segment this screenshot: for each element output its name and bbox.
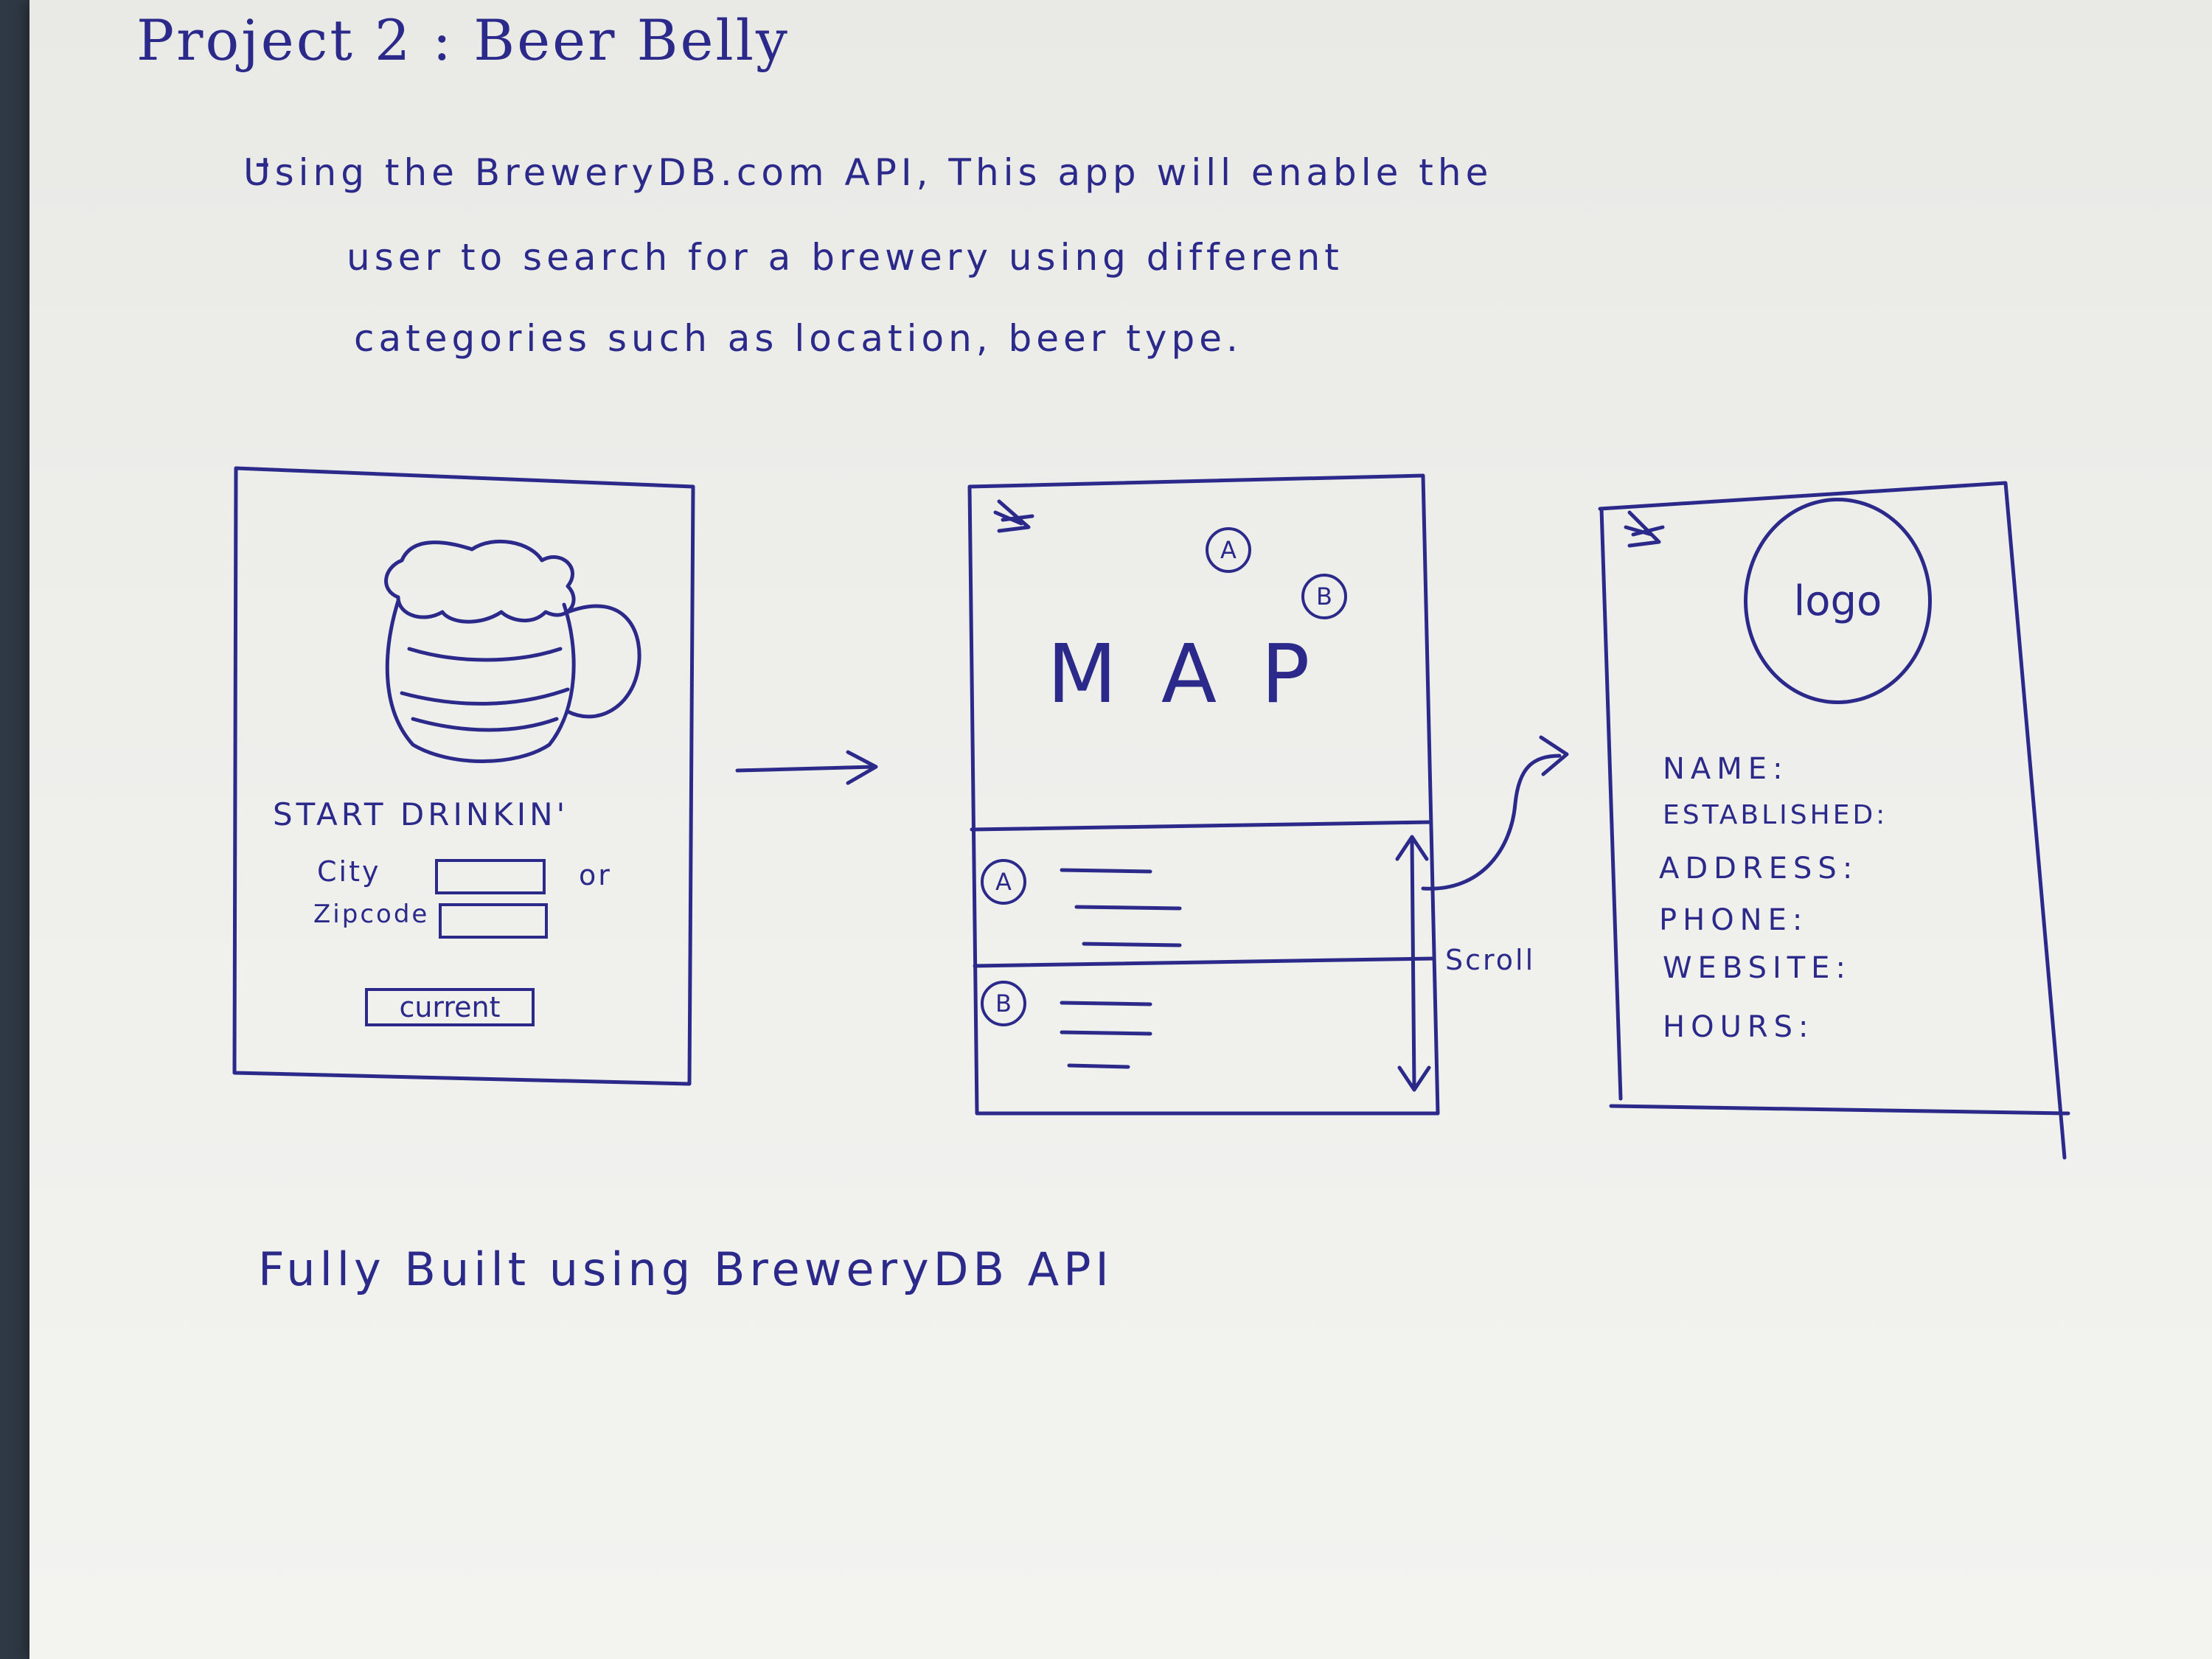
detail-name-label: NAME: [1663, 752, 1789, 786]
map-pin-b[interactable]: B [1301, 574, 1347, 619]
screen3-frame [1598, 481, 2070, 1160]
detail-established-label: ESTABLISHED: [1663, 800, 1888, 830]
city-label: City [317, 855, 381, 888]
screen2-list-divider [973, 956, 1436, 968]
description-line-1: Using the BreweryDB.com API, This app wi… [243, 151, 1493, 194]
scroll-arrow-up-head [1395, 835, 1429, 861]
detail-hours-label: HOURS: [1663, 1010, 1815, 1044]
detail-address-label: ADDRESS: [1659, 852, 1859, 886]
screen2-frame [967, 473, 1440, 1116]
arrow-1 [735, 765, 876, 773]
zipcode-input[interactable] [439, 903, 548, 939]
detail-header-scribble-icon [1624, 510, 1665, 548]
description-line-2: user to search for a brewery using diffe… [347, 236, 1343, 279]
paper-sheet [29, 0, 2212, 1659]
list-marker-a[interactable]: A [981, 859, 1026, 905]
map-pin-a[interactable]: A [1206, 527, 1251, 573]
current-location-button[interactable]: current [365, 988, 535, 1026]
arrow-2-head [1539, 735, 1569, 776]
detail-website-label: WEBSITE: [1663, 951, 1851, 985]
arrow-2 [1421, 754, 1562, 891]
list-item-a-lines [1060, 868, 1182, 947]
beer-mug-icon [384, 539, 641, 763]
scroll-arrow-down-head [1397, 1065, 1431, 1092]
scroll-label: Scroll [1445, 944, 1536, 976]
start-drinkin-heading: START DRINKIN' [273, 796, 569, 832]
footer-note: Fully Built using BreweryDB API [258, 1242, 1113, 1296]
list-marker-b[interactable]: B [981, 981, 1026, 1026]
zipcode-label: Zipcode [313, 900, 430, 929]
list-item-b-lines [1060, 1001, 1152, 1069]
map-placeholder[interactable]: MAP [1047, 627, 1354, 721]
brewery-logo: logo [1744, 498, 1932, 704]
description-line-3: categories such as location, beer type. [354, 317, 1242, 360]
header-scribble-icon [993, 499, 1034, 533]
scroll-arrow-shaft [1410, 838, 1416, 1090]
page-title: Project 2 : Beer Belly [136, 7, 790, 73]
screen1-frame [232, 466, 695, 1086]
bullet-dash: - [254, 136, 272, 188]
arrow-1-head [846, 750, 878, 785]
detail-phone-label: PHONE: [1659, 903, 1809, 937]
city-input[interactable] [435, 859, 546, 894]
or-label: or [579, 859, 612, 891]
screen2-map-divider [970, 820, 1433, 832]
